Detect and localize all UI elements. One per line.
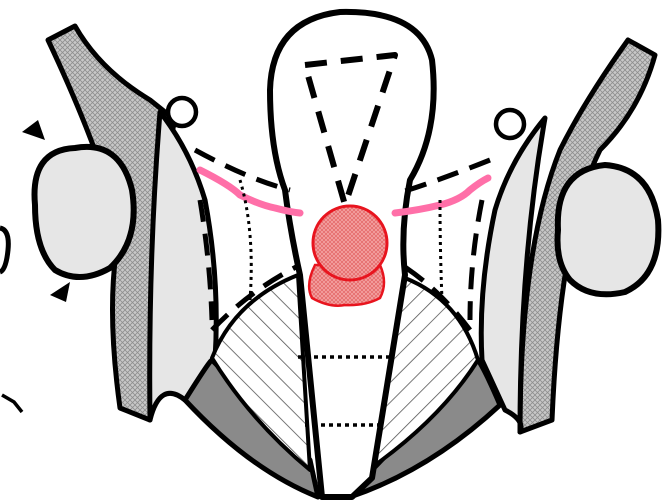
right-dotted-line <box>440 200 442 300</box>
right-condyle <box>558 165 659 294</box>
right-small-ring <box>496 110 524 138</box>
left-edge-stroke <box>2 395 22 412</box>
arrowhead-lower-left-icon <box>50 282 70 302</box>
lesion-upper-circle <box>313 206 387 280</box>
left-edge-fragment <box>0 228 8 272</box>
left-small-ring <box>168 98 196 126</box>
arrowhead-upper-left-icon <box>22 120 45 140</box>
left-condyle <box>35 147 134 277</box>
